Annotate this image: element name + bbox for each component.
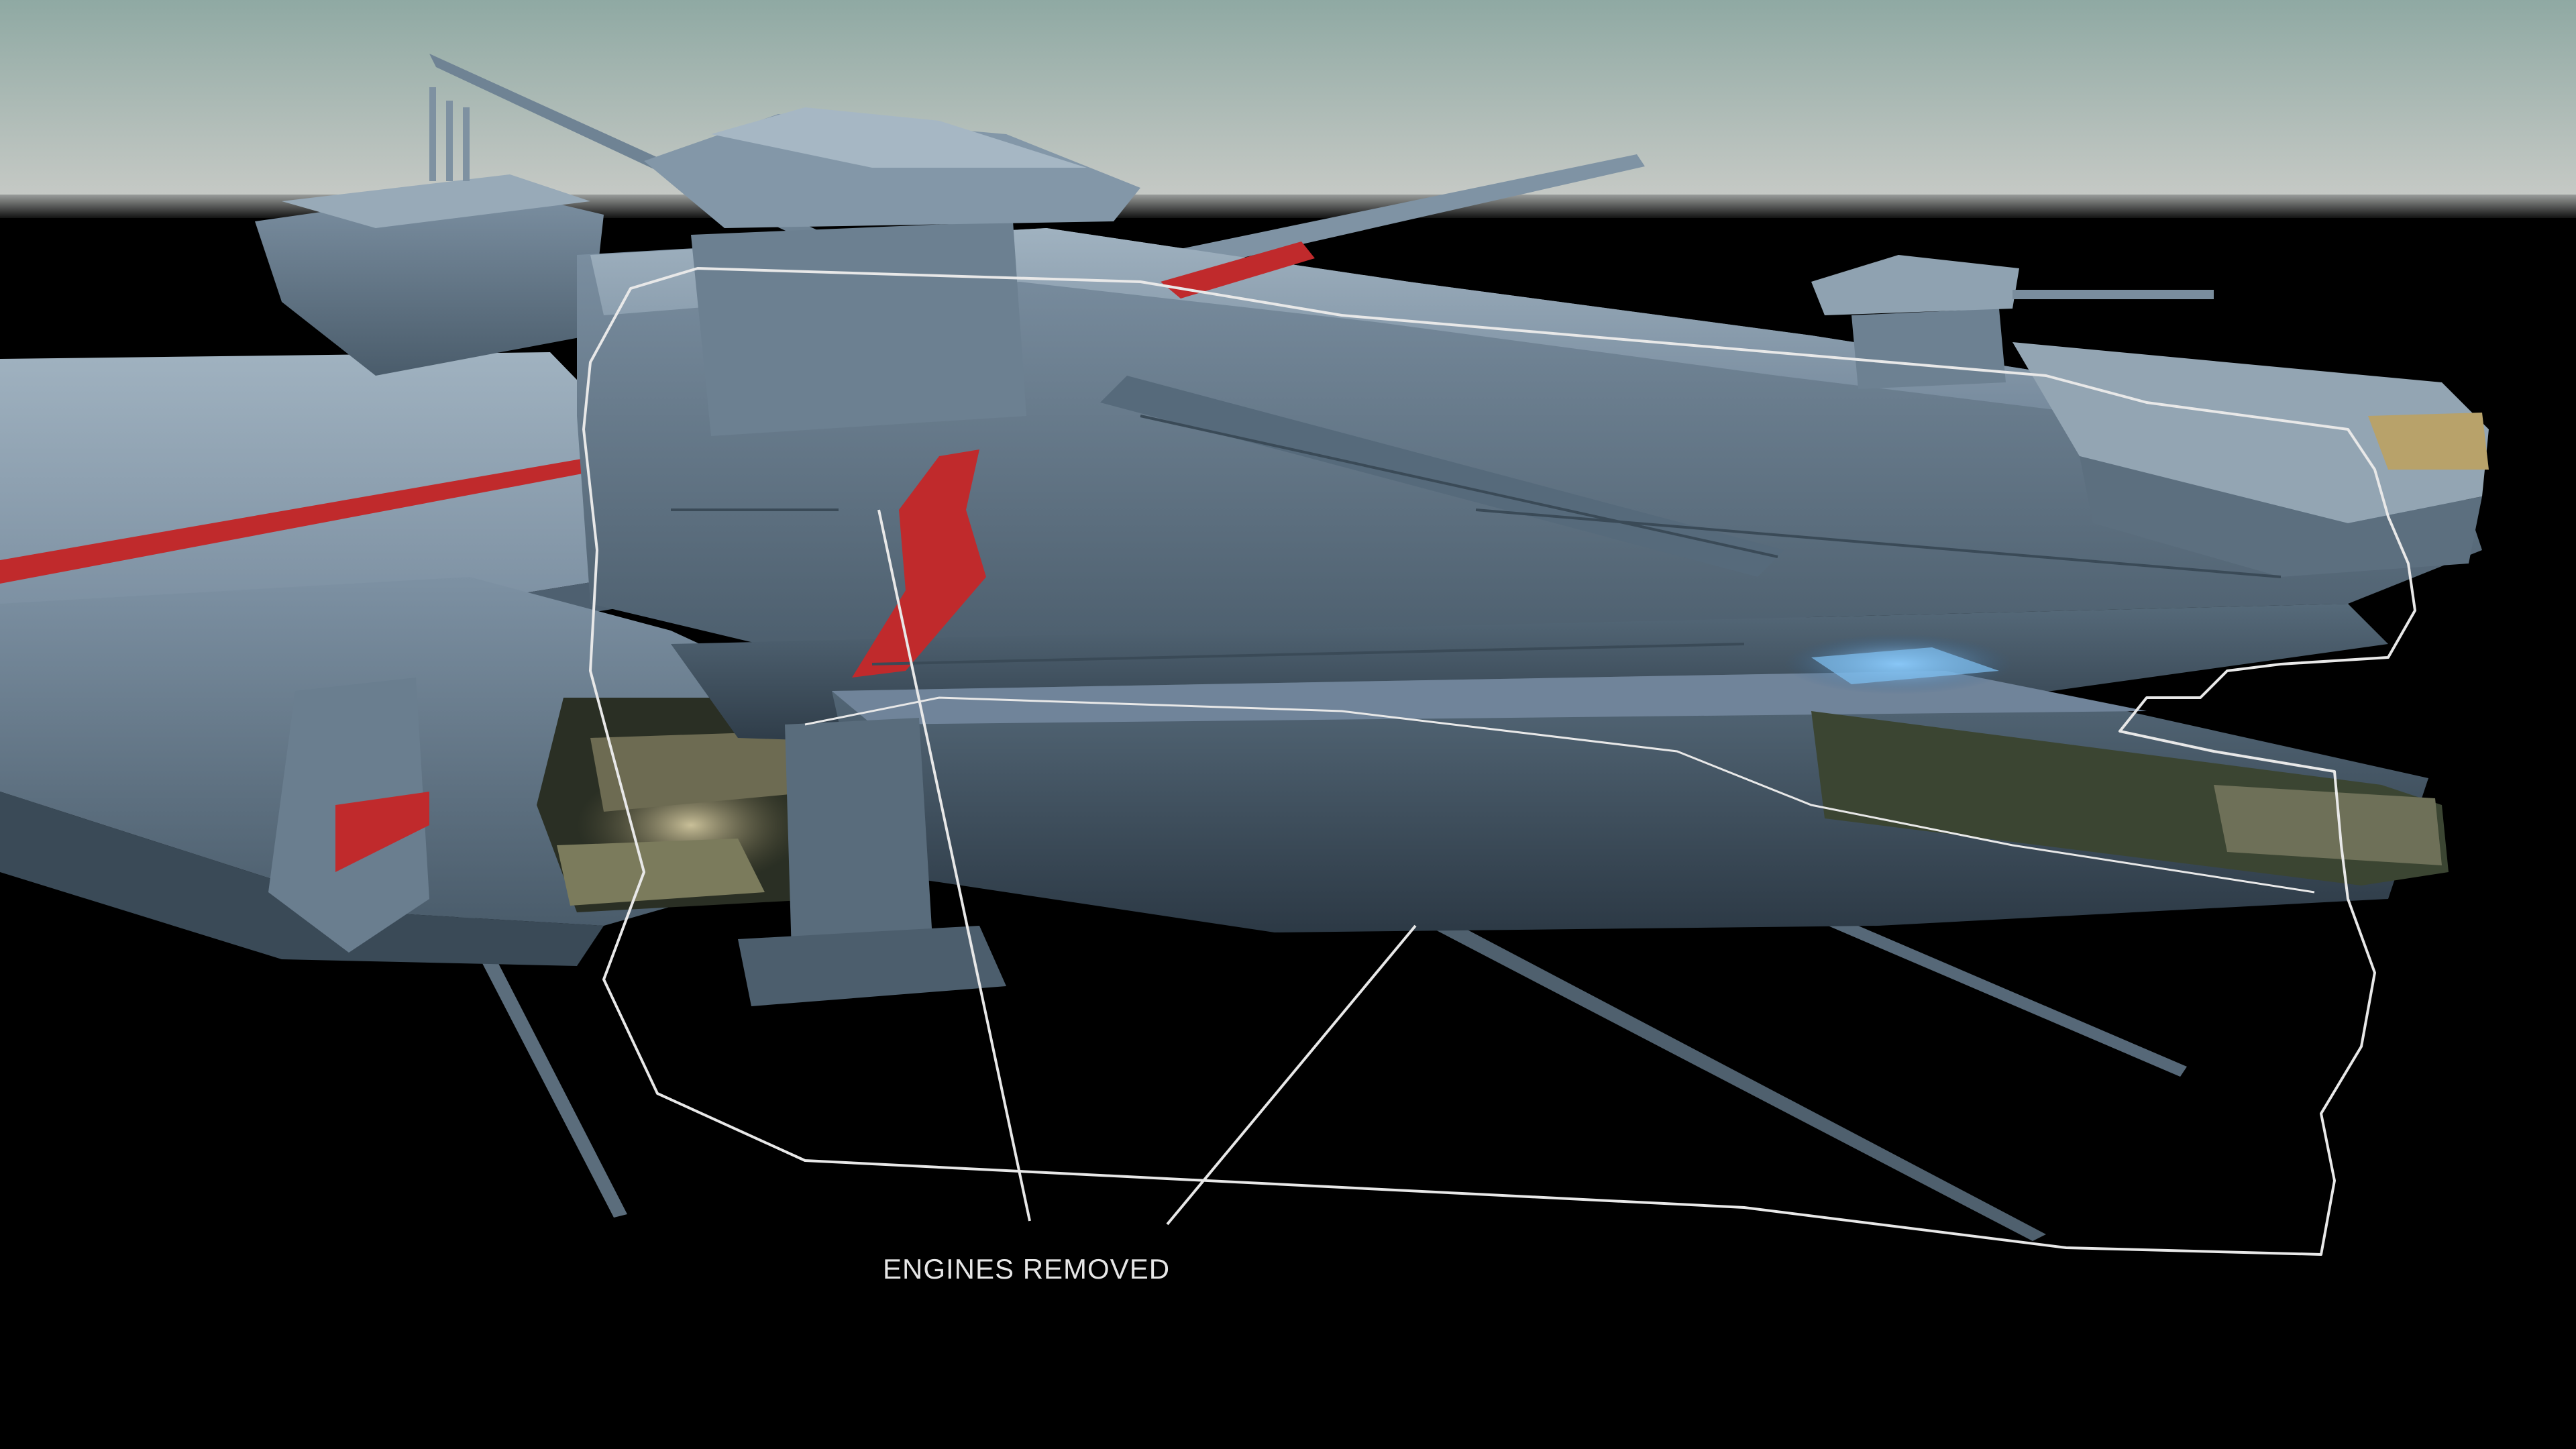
lower-forward-hull-dark — [0, 792, 604, 966]
rear-tower — [255, 188, 604, 376]
forward-pylon-red — [335, 792, 429, 872]
turret-barrel — [2012, 290, 2214, 299]
engines-removed-label: ENGINES REMOVED — [883, 1253, 1171, 1285]
forward-pod-highlight — [2214, 785, 2442, 865]
side-red-stripe — [852, 449, 986, 678]
engine-glow-core — [1811, 647, 1999, 684]
superstructure-bevel — [1100, 376, 1784, 577]
bow-plating-dark — [2080, 456, 2482, 577]
command-tower — [691, 221, 1026, 436]
upper-red-stripe — [1161, 241, 1315, 299]
wing-red-stripe — [0, 456, 604, 584]
sky-band — [0, 0, 2576, 201]
mast-1 — [429, 87, 436, 181]
main-superstructure — [577, 228, 2482, 671]
bow-plating — [2012, 342, 2489, 523]
lower-spar-right — [1805, 906, 2187, 1077]
engine-outline-inner — [804, 696, 2315, 894]
lower-turret-base — [738, 926, 1006, 1006]
mid-turret-head — [1811, 255, 2019, 315]
leader-line-left — [877, 509, 1031, 1222]
panel-lines — [671, 415, 2282, 665]
mid-turret-base — [1851, 309, 2006, 389]
command-tower-cap-top — [711, 107, 1087, 168]
rear-tower-top — [282, 174, 590, 228]
mast-2 — [446, 101, 453, 181]
engine-bay-panel-2 — [557, 839, 765, 906]
lower-spar-mid — [1395, 899, 2046, 1241]
leader-line-right — [1166, 924, 1417, 1226]
engine-bay-panel — [590, 731, 818, 812]
lower-turret-column — [785, 718, 932, 953]
mast-3 — [463, 107, 470, 181]
engine-outline — [582, 267, 2416, 1256]
ventral-hull — [832, 671, 2428, 932]
bow-gold-detail — [2368, 413, 2489, 470]
